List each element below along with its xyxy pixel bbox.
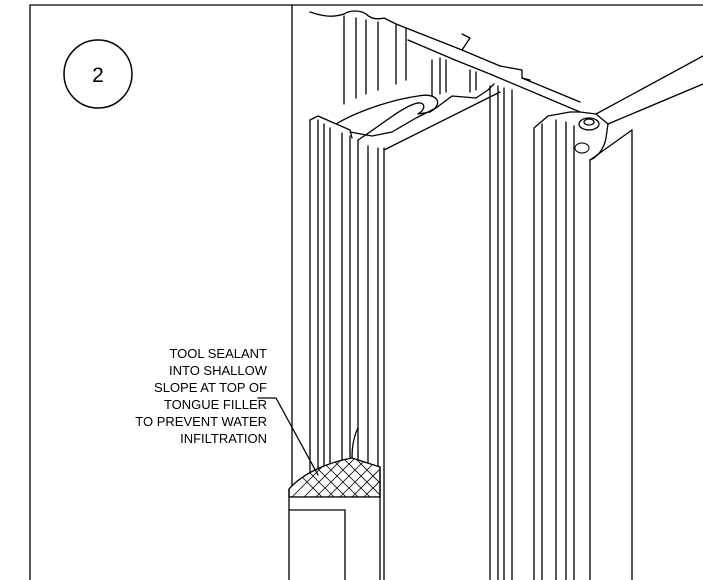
note-line-6: INFILTRATION [180, 431, 267, 446]
tongue-filler [288, 466, 381, 580]
bolt-icon [578, 117, 600, 131]
back-mullion [309, 10, 407, 105]
note-line-5: TO PREVENT WATER [135, 414, 267, 429]
sealant-bead [288, 427, 381, 498]
note-line-4: TONGUE FILLER [164, 397, 267, 412]
front-mullion-left [309, 115, 353, 490]
note-line-3: SLOPE AT TOP OF [154, 380, 267, 395]
sheet-border [29, 4, 703, 580]
horizontal-rail [395, 23, 703, 125]
callout-note: TOOL SEALANT INTO SHALLOW SLOPE AT TOP O… [135, 346, 267, 446]
note-line-2: INTO SHALLOW [169, 363, 268, 378]
central-face [489, 85, 513, 580]
note-line-1: TOOL SEALANT [169, 346, 267, 361]
detail-number: 2 [92, 64, 104, 87]
detail-number-bubble: 2 [63, 39, 133, 109]
leader-line [257, 397, 319, 476]
right-mullion [533, 111, 633, 580]
